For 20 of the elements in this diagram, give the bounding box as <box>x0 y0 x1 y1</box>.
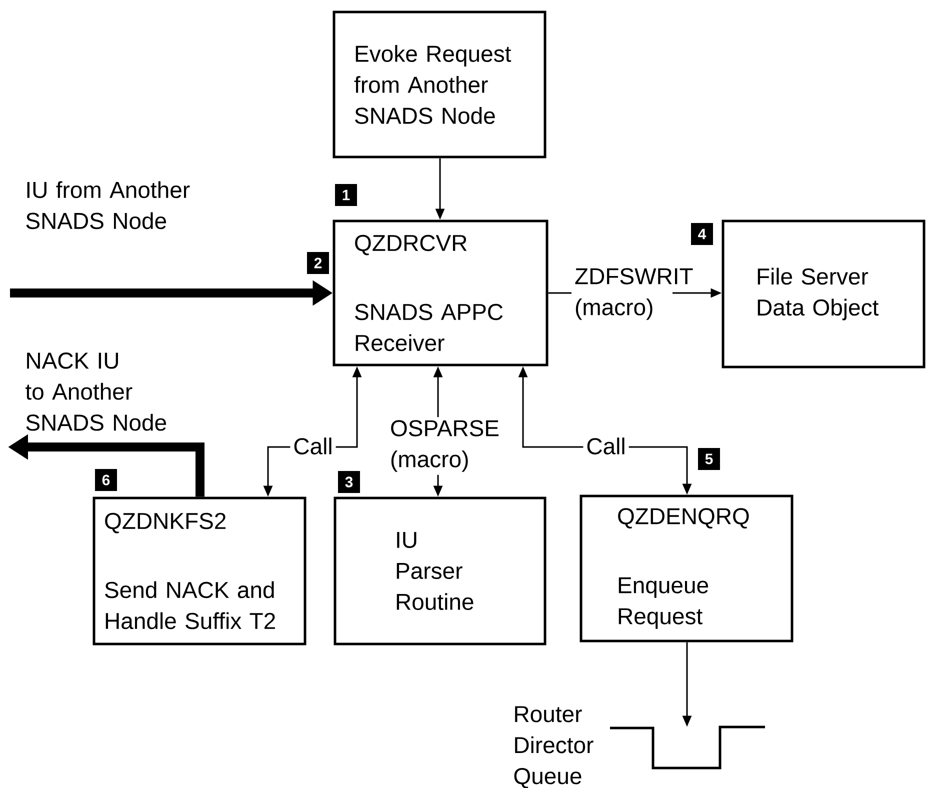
edge-label: IU from Another SNADS Node <box>26 181 190 230</box>
callout-number: 1 <box>335 184 357 206</box>
callout-number: 3 <box>338 471 360 493</box>
callout-number: 5 <box>698 448 720 470</box>
process-box: File Server Data Object <box>722 220 926 368</box>
process-box: IU Parser Routine <box>334 496 546 646</box>
callout-number: 2 <box>307 252 329 274</box>
process-box: QZDENQRQ Enqueue Request <box>580 494 794 642</box>
queue-label: Router Director Queue <box>514 706 594 788</box>
process-box: QZDRCVR SNADS APPC Receiver <box>332 220 548 366</box>
queue-symbol <box>610 726 765 770</box>
process-box: QZDNKFS2 Send NACK and Handle Suffix T2 <box>92 496 306 646</box>
edge-label: OSPARSE (macro) <box>387 417 499 475</box>
process-box: Evoke Request from Another SNADS Node <box>332 10 546 158</box>
callout-number: 4 <box>691 223 713 245</box>
edge-label: ZDFSWRIT (macro) <box>572 265 693 323</box>
edge-label: Call <box>290 434 336 458</box>
callout-number: 6 <box>95 469 117 491</box>
edge-label: Call <box>583 434 629 458</box>
edge-label: NACK IU to Another SNADS Node <box>26 352 166 431</box>
